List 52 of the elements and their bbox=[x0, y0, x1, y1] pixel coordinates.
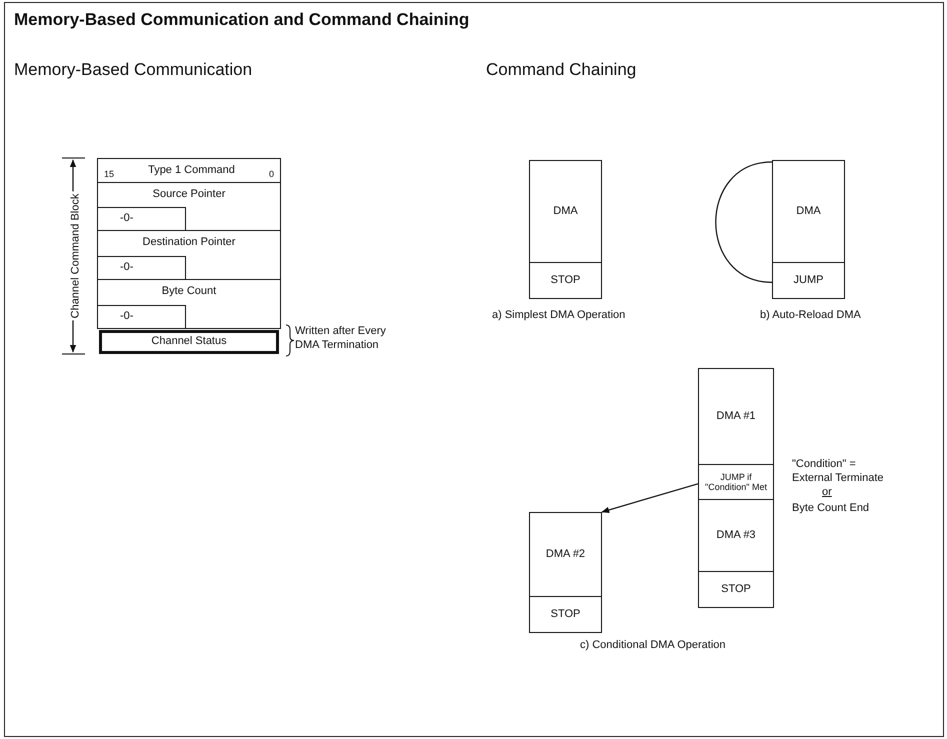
cell-text: STOP bbox=[550, 608, 580, 622]
arrow bbox=[601, 483, 698, 514]
command-box bbox=[698, 499, 774, 572]
command-box bbox=[698, 368, 774, 465]
cell-text: DMA bbox=[796, 204, 821, 218]
figure-caption: c) Conditional DMA Operation bbox=[580, 639, 726, 651]
cell-text: DMA #1 bbox=[716, 410, 756, 424]
cell-text: STOP bbox=[721, 582, 751, 596]
cell-text: Byte Count bbox=[162, 285, 216, 299]
field-box bbox=[97, 207, 186, 231]
cell-text: Source Pointer bbox=[152, 188, 226, 202]
command-box bbox=[698, 571, 774, 608]
cell-text: -0- bbox=[120, 310, 134, 324]
command-box bbox=[529, 512, 602, 597]
cell-text: 15 bbox=[104, 168, 114, 181]
command-box bbox=[772, 262, 845, 299]
command-box bbox=[772, 160, 845, 263]
cell-text: DMA #2 bbox=[546, 548, 586, 562]
section-heading: Command Chaining bbox=[486, 60, 636, 80]
note-text: External Terminate bbox=[792, 472, 884, 484]
cell-text: JUMP bbox=[794, 274, 824, 288]
field-box bbox=[97, 256, 186, 280]
memory-row bbox=[97, 230, 281, 280]
cell-text: -0- bbox=[120, 212, 134, 226]
cell-text: JUMP if "Condition" Met bbox=[704, 472, 768, 492]
section-heading: Memory-Based Communication bbox=[14, 60, 252, 80]
note-text: Written after Every DMA Termination bbox=[295, 324, 387, 353]
note-text: or bbox=[822, 486, 832, 498]
field-box bbox=[97, 305, 186, 329]
cell-text: STOP bbox=[550, 274, 580, 288]
figure-caption: a) Simplest DMA Operation bbox=[492, 309, 626, 321]
memory-row bbox=[97, 279, 281, 329]
figure-caption: b) Auto-Reload DMA bbox=[760, 309, 861, 321]
cell-text: Destination Pointer bbox=[142, 236, 236, 250]
cell-text: Channel Status bbox=[151, 335, 227, 349]
title: Memory-Based Communication and Command Chaining bbox=[14, 10, 470, 30]
command-box bbox=[529, 262, 602, 299]
command-box bbox=[529, 160, 602, 263]
cell-text: Type 1 Command bbox=[148, 164, 235, 178]
cell-text: -0- bbox=[120, 261, 134, 275]
note-text: "Condition" = bbox=[792, 458, 856, 470]
note-text: Byte Count End bbox=[792, 502, 870, 514]
command-box bbox=[529, 596, 602, 633]
cell-text: 0 bbox=[268, 168, 274, 181]
dimension-label: Channel Command Block bbox=[68, 192, 81, 320]
cell-text: DMA bbox=[553, 204, 578, 218]
memory-row bbox=[99, 330, 279, 354]
memory-row bbox=[97, 158, 281, 183]
connector-line bbox=[715, 161, 772, 283]
cell-text: DMA #3 bbox=[716, 528, 756, 542]
memory-row bbox=[97, 182, 281, 231]
command-box bbox=[698, 464, 774, 500]
